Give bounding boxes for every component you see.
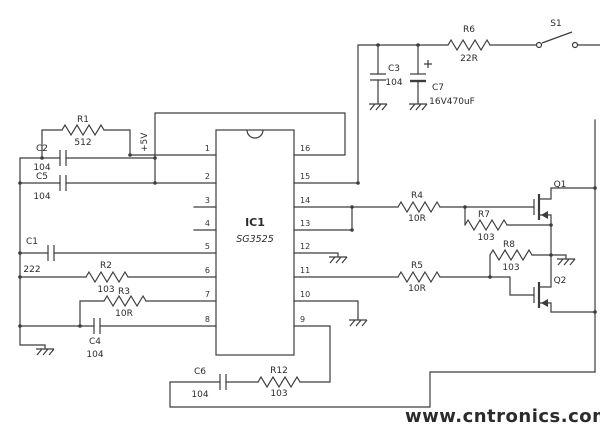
ic-pin-numbers-left: 1 2 3 4 5 6 7 8 [205,144,210,324]
component-value: 222 [23,265,40,275]
pin-label: 1 [205,144,210,153]
wires-right [293,44,600,373]
component-ref: R4 [411,191,423,201]
pin-label: 4 [205,219,210,228]
component-value: 103 [270,389,287,399]
ground-icon [556,254,576,266]
junction-dots [18,43,597,328]
component-ref: R6 [463,25,475,35]
capacitor-c4: C4 104 [86,317,104,360]
pin-label: 9 [300,315,305,324]
component-value: 10R [408,284,426,294]
component-value: 103 [97,285,114,295]
ic-part-number: SG3525 [236,234,274,245]
component-ref: R7 [478,210,490,220]
component-value: 22R [460,54,478,64]
resistor-r2: R2 103 [85,261,129,295]
wires-bottom [169,325,596,408]
component-value: 103 [477,233,494,243]
resistor-r8: R8 103 [489,240,533,273]
pin-label: 10 [300,290,310,299]
pin-label: 3 [205,196,210,205]
ground-icon [35,344,55,356]
resistor-r12: R12 103 [257,366,301,399]
component-value: 16V470uF [429,97,475,107]
mosfet-arrow-icon [541,299,548,307]
component-ref: Q2 [554,276,567,286]
ic-notch-icon [246,129,264,139]
component-value: 10R [408,214,426,224]
pin-label: 5 [205,242,210,251]
mosfet-q1: Q1 [533,180,567,220]
pin-label: 13 [300,219,310,228]
capacitor-c7-electrolytic: C7 16V470uF [410,60,475,107]
power-rail-label: +5V [140,132,150,152]
capacitor-c5: C5 104 [33,172,67,202]
pin-label: 15 [300,172,310,181]
resistor-r6: R6 22R [447,25,491,64]
component-ref: C3 [388,64,400,74]
component-value: 104 [191,390,208,400]
component-ref: R5 [411,261,423,271]
component-value: 10R [115,309,133,319]
pin-label: 16 [300,144,310,153]
resistor-r7: R7 103 [464,210,508,243]
component-ref: R1 [77,115,89,125]
component-ref: C4 [89,337,101,347]
pin-label: 11 [300,266,310,275]
capacitor-c2: C2 104 [33,144,67,173]
component-ref: R2 [100,261,112,271]
component-value: 512 [74,138,91,148]
pin-label: 2 [205,172,210,181]
switch-pole-icon [535,41,543,49]
capacitor-c3: C3 104 [369,64,403,88]
component-ref: C7 [432,83,444,93]
component-value: 104 [33,192,50,202]
ground-icon [368,99,388,111]
pin-label: 12 [300,242,310,251]
ic-pin-numbers-right: 16 15 14 13 12 11 10 9 [300,144,310,324]
ic1-chip: IC1 SG3525 1 2 3 4 5 6 7 8 16 15 14 13 1… [205,129,310,356]
pin-label: 14 [300,196,310,205]
capacitor-c6: C6 104 [191,367,227,400]
component-ref: R12 [270,366,288,376]
component-ref: C6 [194,367,206,377]
component-ref: C1 [26,237,38,247]
component-value: 104 [385,78,402,88]
component-value: 103 [502,263,519,273]
ground-icon [408,99,428,111]
wires-left [19,112,346,346]
component-ref: C5 [36,172,48,182]
switch-lever-icon [541,31,573,44]
pin-label: 6 [205,266,210,275]
ic-ref: IC1 [245,216,265,229]
resistor-r5: R5 10R [397,261,441,294]
switch-s1: S1 [535,19,579,49]
component-ref: C2 [36,144,48,154]
switch-throw-icon [571,41,579,49]
resistor-r3: R3 10R [103,287,147,319]
resistor-r1: R1 512 [61,115,105,148]
component-value: 104 [33,163,50,173]
component-ref: R3 [118,287,130,297]
component-ref: Q1 [554,180,567,190]
ic-body [215,129,295,356]
watermark: www.cntronics.com [405,406,600,427]
pin-label: 7 [205,290,210,299]
resistor-r4: R4 10R [397,191,441,224]
capacitor-c1: C1 222 [23,237,55,275]
component-value: 104 [86,350,103,360]
ground-icon [348,315,368,327]
mosfet-arrow-icon [541,211,548,219]
plus-icon [424,60,432,68]
pin-label: 8 [205,315,210,324]
ground-icon [328,252,348,264]
component-ref: R8 [503,240,515,250]
component-ref: S1 [550,19,561,29]
mosfet-q2: Q2 [533,276,567,308]
